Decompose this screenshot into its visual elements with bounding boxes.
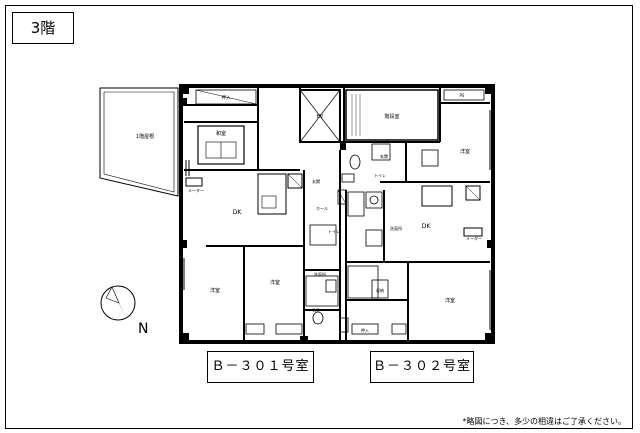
washroom-right-label: 洗面所 xyxy=(390,225,402,231)
hall-label: ホール xyxy=(316,206,328,211)
sliding-doors xyxy=(180,110,494,330)
inner-walls xyxy=(181,86,490,340)
balcony: 1階屋根 xyxy=(99,87,179,197)
ps-label: PS xyxy=(460,93,465,98)
disclaimer-note: *略図につき、多少の相違はご了承ください。 xyxy=(462,417,626,426)
balcony-label: 1階屋根 xyxy=(136,133,154,140)
oshiire-bottom-label: 押入 xyxy=(361,327,369,333)
oshiire-top: 押入 xyxy=(195,89,257,105)
ps-shafts xyxy=(337,89,485,333)
dk-left-label: DK xyxy=(233,209,243,216)
stair-treads xyxy=(351,94,361,136)
washitsu: 和室 xyxy=(197,125,245,165)
genkan-left-label: 玄関 xyxy=(312,178,320,184)
yoshitsu-sw-label: 洋室 xyxy=(210,287,220,294)
washroom-left-label: 洗面所 xyxy=(314,271,326,277)
kitchen-left xyxy=(257,173,303,215)
meter-right-label: メーター xyxy=(466,235,482,241)
yoshitsu-ne-label: 洋室 xyxy=(460,148,470,155)
closets-bottom xyxy=(245,143,439,335)
stair-room-label: 階段室 xyxy=(384,113,399,120)
drawing-frame xyxy=(5,5,633,429)
shuno-label: 収納 xyxy=(376,287,384,293)
wc-label: WC xyxy=(313,308,320,313)
meter-boxes xyxy=(185,177,483,237)
bath-fixtures xyxy=(305,154,383,325)
kitchen-right xyxy=(421,185,481,207)
room-labels: 洋室 DK DK 洋室 洋室 洋室 洗面所 洗面所 ホール トイレ トイレ WC… xyxy=(188,93,482,333)
toilet-right-label: トイレ xyxy=(374,173,386,178)
meter-left-label: メーター xyxy=(188,187,204,193)
dk-right-label: DK xyxy=(422,223,432,230)
yoshitsu-se-label: 洋室 xyxy=(445,297,455,304)
stair-room: 階段室 xyxy=(345,89,439,141)
elevator: EV xyxy=(299,89,341,143)
washitsu-label: 和室 xyxy=(216,130,226,137)
genkan-right-label: 玄関 xyxy=(380,153,388,159)
unit-label-b302: Ｂ－３０２号室 xyxy=(370,351,474,383)
toilet-left-label: トイレ xyxy=(328,229,340,234)
columns xyxy=(181,86,493,342)
oshiire-top-label: 押入 xyxy=(222,94,231,101)
yoshitsu-sw2-label: 洋室 xyxy=(270,279,280,286)
floor-label: 3階 xyxy=(12,12,74,44)
compass: N xyxy=(100,285,148,337)
elevator-label: EV xyxy=(317,114,324,120)
compass-north-label: N xyxy=(138,321,148,337)
unit-label-b301: Ｂ－３０１号室 xyxy=(207,351,314,383)
